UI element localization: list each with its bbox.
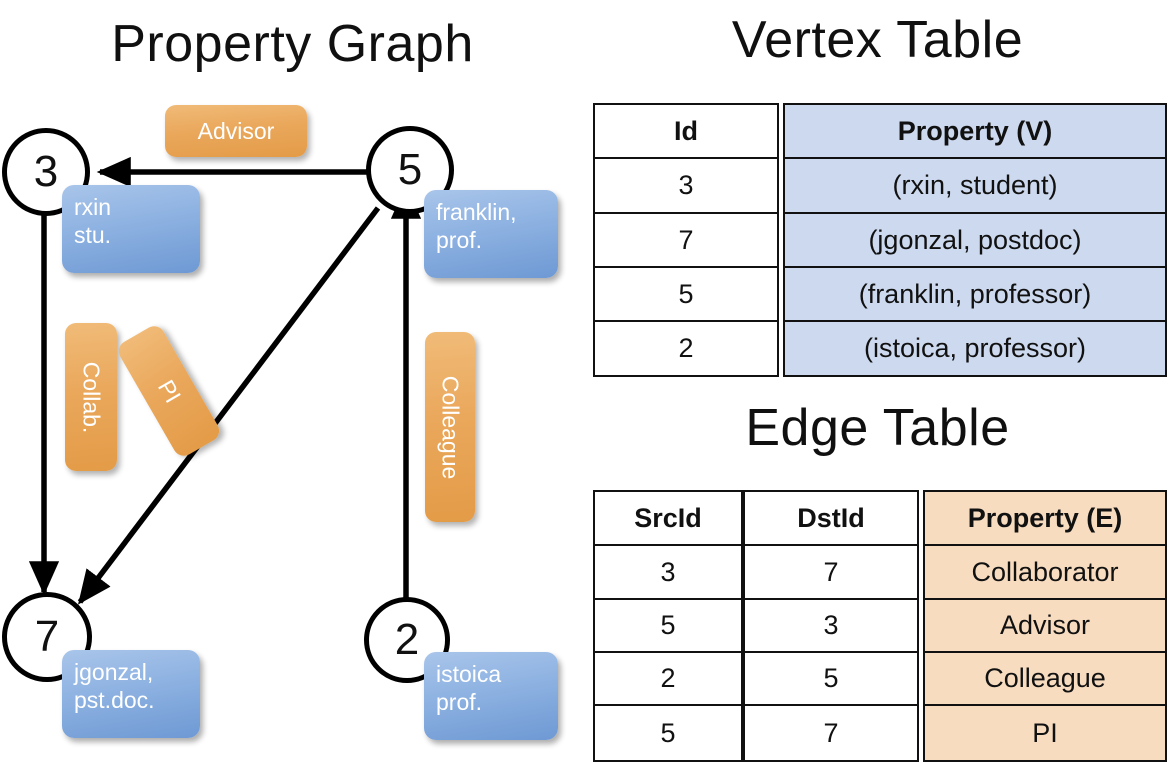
table-row: 2 (595, 322, 777, 375)
table-row: 7 (743, 546, 917, 600)
edge-label-colleague-text: Colleague (437, 375, 464, 479)
vertex-table: Id 3 7 5 2 Property (V) (rxin, student) … (593, 103, 1167, 377)
property-graph-diagram: 3 5 7 2 rxin stu. franklin, prof. jgonza… (0, 80, 585, 760)
table-row: Collaborator (925, 546, 1165, 600)
table-row: 2 (595, 653, 741, 706)
table-row: 5 (743, 653, 917, 706)
vertex-table-col-property: Property (V) (rxin, student) (jgonzal, p… (783, 103, 1167, 377)
table-row: 5 (595, 706, 741, 760)
vertex-property-box-rxin: rxin stu. (62, 185, 200, 273)
edge-table-header-property: Property (E) (925, 492, 1165, 546)
graph-edges-svg (28, 156, 422, 605)
table-row: 3 (595, 546, 741, 600)
edge-table-col-srcid: SrcId 3 5 2 5 (593, 490, 743, 762)
graph-node-5-label: 5 (397, 145, 423, 194)
vertex-table-header-property: Property (V) (785, 105, 1165, 159)
edge-label-colleague: Colleague (425, 332, 475, 522)
edge-table: SrcId 3 5 2 5 DstId 7 3 5 7 Property (E)… (593, 490, 1167, 762)
edge-label-pi-text: PI (152, 374, 187, 407)
graph-node-7-label: 7 (34, 612, 60, 661)
table-row: (franklin, professor) (785, 268, 1165, 322)
edge-table-col-property: Property (E) Collaborator Advisor Collea… (923, 490, 1167, 762)
table-row: (rxin, student) (785, 159, 1165, 214)
table-row: (istoica, professor) (785, 322, 1165, 375)
edge-label-advisor: Advisor (165, 105, 307, 157)
table-row: 7 (595, 214, 777, 268)
vertex-table-header-id: Id (595, 105, 777, 159)
table-row: 3 (743, 600, 917, 653)
edge-table-header-srcid: SrcId (595, 492, 741, 546)
vertex-table-col-id: Id 3 7 5 2 (593, 103, 779, 377)
vertex-property-box-jgonzal: jgonzal, pst.doc. (62, 650, 200, 738)
graph-node-3[interactable]: 3 (2, 128, 90, 216)
vertex-property-box-franklin: franklin, prof. (424, 190, 558, 278)
table-row: 5 (595, 600, 741, 653)
table-row: 5 (595, 268, 777, 322)
edge-label-collab: Collab. (65, 323, 117, 471)
edge-5-to-7-pi (77, 206, 381, 605)
table-row: 7 (743, 706, 917, 760)
table-row: Advisor (925, 600, 1165, 653)
table-row: (jgonzal, postdoc) (785, 214, 1165, 268)
edge-label-collab-text: Collab. (78, 361, 105, 433)
vertex-property-box-istoica: istoica prof. (424, 652, 558, 740)
edge-table-col-dstid: DstId 7 3 5 7 (743, 490, 919, 762)
graph-node-2-label: 2 (394, 615, 420, 664)
table-row: PI (925, 706, 1165, 760)
table-row: Colleague (925, 653, 1165, 706)
page-title-vertex-table: Vertex Table (731, 11, 1024, 69)
edge-table-header-dstid: DstId (743, 492, 917, 546)
table-row: 3 (595, 159, 777, 214)
page-title-property-graph: Property Graph (111, 15, 474, 73)
edge-label-advisor-text: Advisor (197, 117, 275, 144)
graph-node-3-label: 3 (33, 147, 59, 196)
page-title-edge-table: Edge Table (745, 399, 1010, 457)
